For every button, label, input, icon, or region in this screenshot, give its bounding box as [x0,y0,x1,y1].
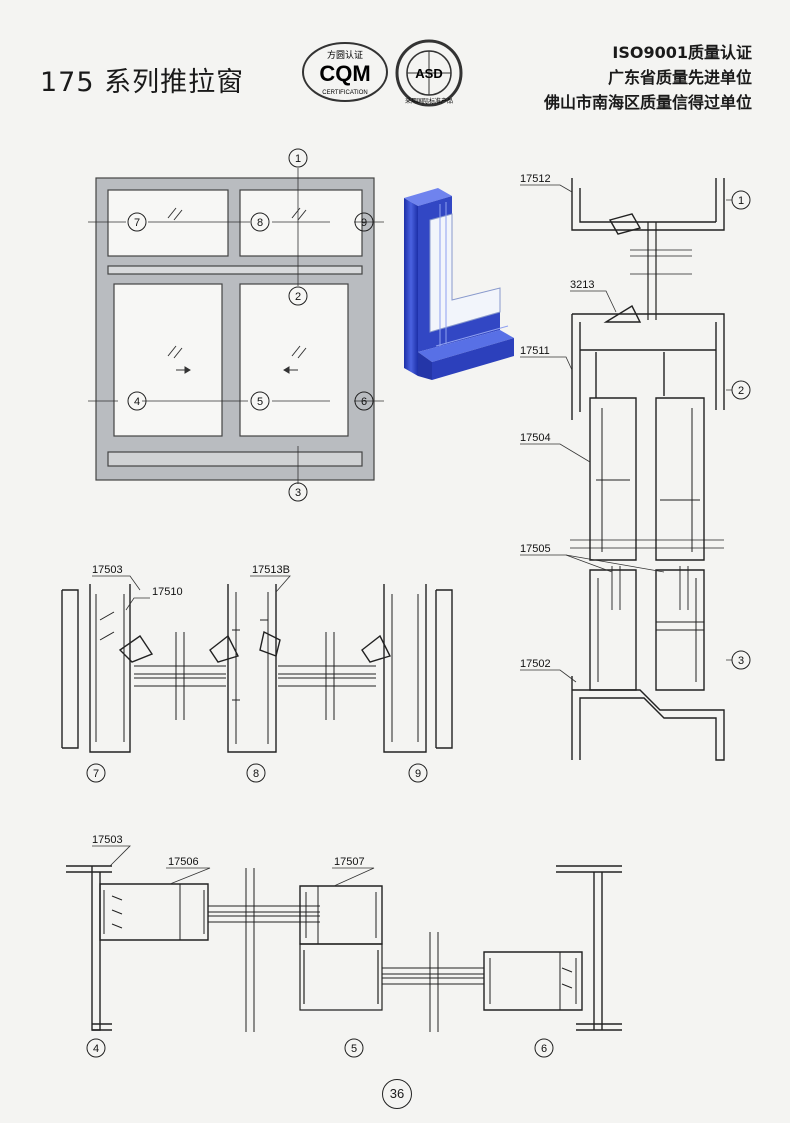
part-labels: 17512 3213 17511 17504 17505 17502 17503… [92,173,594,868]
cqm-logo: 方圆认证 CQM CERTIFICATION [300,40,390,104]
asd-main-text: ASD [415,66,442,81]
marker-number: 8 [257,217,263,229]
marker-number: 1 [295,153,301,165]
certification-list: ISO9001质量认证 广东省质量先进单位 佛山市南海区质量信得过单位 [544,40,752,115]
page-title: 175 系列推拉窗 [40,67,245,98]
horizontal-section-top [61,584,453,753]
part-label: 17506 [168,856,199,868]
horizontal-section-top-leaders [92,575,291,611]
marker-number: 6 [541,1043,547,1055]
horizontal-section-bottom [66,865,622,1032]
marker-number: 7 [93,768,99,780]
marker-number: 4 [93,1043,99,1055]
marker-number: 3 [295,487,301,499]
part-label: 17502 [520,658,551,670]
cqm-main-text: CQM [319,61,370,86]
page-number: 36 [382,1079,412,1109]
marker-number: 2 [738,385,744,397]
asd-logo: ASD 采用国际标准产品 [394,38,464,108]
part-label: 17510 [152,586,183,598]
glass-hatch [167,207,307,359]
part-label: 3213 [570,279,594,291]
marker-number: 2 [295,291,301,303]
cert-line: 广东省质量先进单位 [607,68,752,87]
cqm-top-text: 方圆认证 [327,49,363,60]
part-label: 17512 [520,173,551,185]
profile-3d-render [404,188,514,380]
part-label: 17505 [520,543,551,555]
vertical-section [570,178,725,761]
asd-bottom-text: 采用国际标准产品 [405,97,453,105]
marker-number: 5 [351,1043,357,1055]
sliding-arrows [176,366,298,374]
marker-number: 6 [361,396,367,408]
cert-line: ISO9001质量认证 [612,43,752,62]
part-label: 17511 [520,345,550,357]
marker-number: 9 [415,768,421,780]
part-label: 17503 [92,834,123,846]
part-label: 17504 [520,432,551,444]
circled-marker-numbers: 1 2 3 4 5 6 7 8 9 1 2 3 7 8 9 4 5 6 [93,153,744,1055]
circled-markers [86,148,751,1058]
part-label: 17503 [92,564,123,576]
marker-number: 3 [738,655,744,667]
marker-number: 7 [134,217,140,229]
marker-number: 4 [134,396,140,408]
marker-number: 8 [253,768,259,780]
marker-number: 1 [738,195,744,207]
part-label: 17513B [252,564,290,576]
part-label: 17507 [334,856,365,868]
marker-number: 9 [361,217,367,229]
horizontal-section-bottom-leaders [92,845,375,887]
marker-number: 5 [257,396,263,408]
cqm-bottom-text: CERTIFICATION [322,90,367,96]
vertical-section-leaders [520,184,732,683]
elevation-leader-lines [88,168,384,484]
cert-line: 佛山市南海区质量信得过单位 [543,93,752,112]
